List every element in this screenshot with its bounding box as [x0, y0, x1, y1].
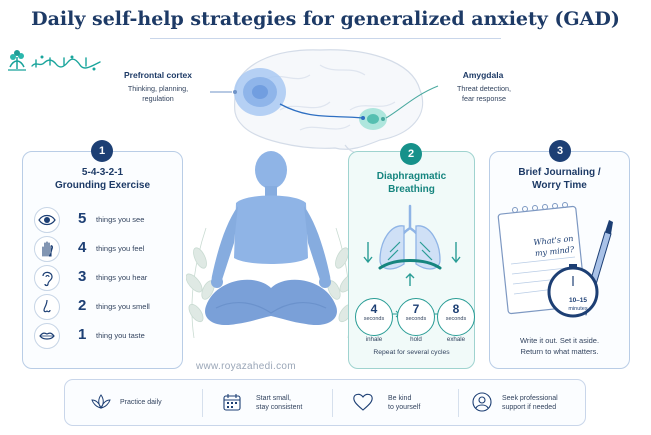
tip-divider: [458, 389, 459, 417]
sense-row-feel: 4 things you feel: [34, 236, 179, 264]
lips-icon: [34, 323, 60, 349]
prefrontal-cortex-title: Prefrontal cortex: [123, 70, 193, 80]
step-badge-3: 3: [549, 140, 571, 162]
grounding-card: [22, 151, 183, 369]
tree-logo-icon: [8, 50, 26, 71]
arrow-down-icon: [363, 242, 373, 264]
breath-step-hold: 7 seconds hold: [397, 298, 435, 343]
breath-step-exhale: 8 seconds exhale: [437, 298, 475, 343]
timer-icon: [547, 264, 599, 318]
sense-row-taste: 1 thing you taste: [34, 323, 179, 351]
tip-divider: [332, 389, 333, 417]
breath-step-inhale: 4 seconds inhale: [355, 298, 393, 343]
amygdala-desc: Threat detection, fear response: [457, 84, 511, 103]
meditating-figure-illustration: [186, 151, 356, 339]
sense-count: 2: [78, 297, 87, 314]
calendar-icon: [222, 392, 242, 417]
sense-label: things you hear: [96, 273, 148, 282]
amygdala-highlight: [359, 108, 387, 130]
breath-label: hold: [410, 336, 422, 343]
brain-illustration: [210, 49, 439, 154]
sense-row-see: 5 things you see: [34, 207, 179, 235]
sense-label: things you smell: [96, 302, 150, 311]
tip-label: Seek professional support if needed: [502, 395, 558, 411]
tip-label: Start small, stay consistent: [256, 395, 303, 411]
journaling-caption-1: Write it out. Set it aside.: [519, 336, 600, 345]
eye-icon: [34, 207, 60, 233]
arrow-down-icon: [451, 242, 461, 264]
breath-label: inhale: [365, 336, 383, 343]
breathing-title: Diaphragmatic Breathing: [376, 171, 447, 195]
tips-bar: [64, 379, 586, 426]
nose-icon: [34, 294, 60, 320]
sense-count: 5: [78, 210, 87, 227]
tip-label: Practice daily: [120, 399, 162, 406]
journaling-title: Brief Journaling / Worry Time: [518, 167, 601, 191]
breath-label: exhale: [446, 336, 466, 343]
sense-count: 1: [78, 326, 87, 343]
timer-label: 10–15 minutes: [568, 297, 588, 312]
tip-label: Be kind to yourself: [388, 395, 421, 411]
breath-circle: 7 seconds: [397, 298, 435, 336]
breath-circle: 4 seconds: [355, 298, 393, 336]
logo-script: [31, 55, 101, 71]
page-title: Daily self-help strategies for generaliz…: [31, 8, 620, 30]
sense-count: 3: [78, 268, 87, 285]
hand-icon: [34, 236, 60, 262]
sense-label: things you feel: [96, 244, 145, 253]
heart-icon: [352, 392, 374, 417]
lungs-illustration: [363, 204, 461, 286]
title-divider: [150, 38, 501, 39]
tip-divider: [202, 389, 203, 417]
sense-label: things you see: [96, 215, 145, 224]
prefrontal-cortex-highlight: [234, 68, 286, 116]
lotus-icon: [90, 392, 112, 417]
prefrontal-cortex-desc: Thinking, planning, regulation: [127, 84, 189, 103]
journaling-caption-2: Return to what matters.: [520, 347, 599, 356]
journal-illustration: [497, 202, 613, 318]
sense-row-smell: 2 things you smell: [34, 294, 179, 322]
sense-row-hear: 3 things you hear: [34, 265, 179, 293]
person-icon: [472, 392, 492, 417]
grounding-title: 5-4-3-2-1 Grounding Exercise: [54, 167, 151, 191]
leaf-decoration-left: [186, 227, 215, 339]
lungs-icon: [379, 204, 441, 270]
step-badge-2: 2: [400, 143, 422, 165]
step-badge-1: 1: [91, 140, 113, 162]
ear-icon: [34, 265, 60, 291]
breath-circle: 8 seconds: [437, 298, 475, 336]
arrow-up-icon: [405, 273, 415, 286]
watermark-url: www.royazahedi.com: [196, 361, 296, 372]
amygdala-title: Amygdala: [462, 70, 504, 80]
sense-count: 4: [78, 239, 87, 256]
sense-label: thing you taste: [96, 331, 145, 340]
logo: [6, 49, 104, 75]
repeat-note: Repeat for several cycles: [373, 349, 450, 356]
